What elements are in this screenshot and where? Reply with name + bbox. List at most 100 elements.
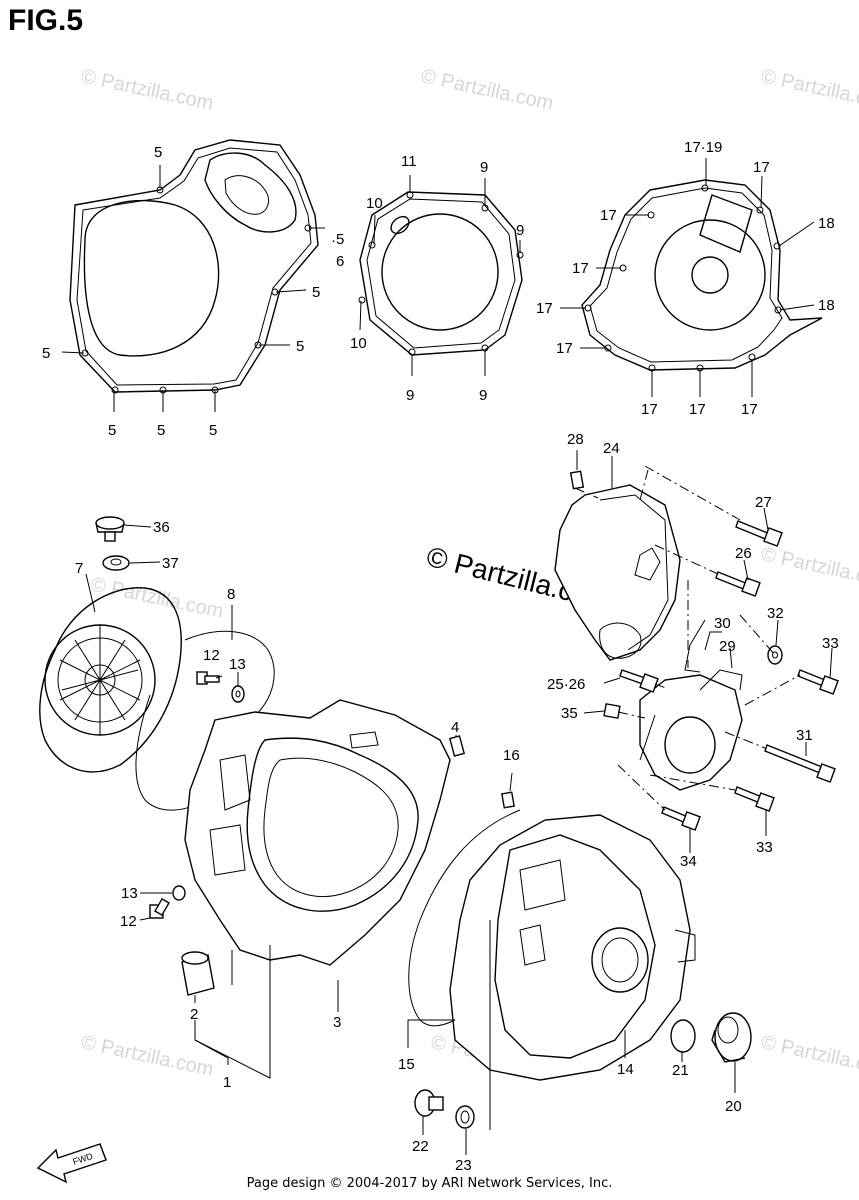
assembly-guide-lines (574, 465, 801, 811)
part-7-clutch-cover (39, 587, 182, 773)
part-23-o-ring (455, 1105, 475, 1129)
callout-33: 33 (822, 635, 839, 652)
callout-5: 5 (296, 338, 304, 355)
callout-17: 17 (536, 300, 553, 317)
callout-20: 20 (725, 1098, 742, 1115)
callout-2: 2 (190, 1006, 198, 1023)
callout-21: 21 (672, 1062, 689, 1079)
callout-6: 6 (336, 253, 344, 270)
callout-10: 10 (366, 195, 383, 212)
callout-17: 17 (641, 401, 658, 418)
part-36-plug (95, 516, 125, 542)
callout-8: 8 (227, 586, 235, 603)
part-37-seal (102, 555, 130, 571)
part-17-gasket (581, 179, 823, 372)
callout-37: 37 (162, 555, 179, 572)
callout-12: 12 (120, 913, 137, 930)
callout-25-26: 25·26 (547, 676, 585, 693)
callout-17: 17 (600, 207, 617, 224)
callout-34: 34 (680, 853, 697, 870)
callout-15: 15 (398, 1056, 415, 1073)
part-35-pin (603, 703, 621, 719)
part-34-bolt (661, 806, 701, 831)
part-12-bolt-upper (196, 671, 220, 685)
watermark-text: © Partzilla.com (759, 543, 859, 593)
part-1-crankcase-cover (184, 699, 451, 966)
part-33-bolt-lower (734, 786, 775, 812)
callout-26: 26 (735, 545, 752, 562)
part-20-plug (711, 1012, 752, 1063)
callout-dot: · (331, 232, 336, 249)
part-5-gasket (69, 139, 319, 394)
callout-11: 11 (401, 153, 417, 170)
leader-lines (61, 158, 833, 1155)
callout-13: 13 (229, 656, 246, 673)
part-13-washer-upper (231, 685, 245, 703)
part-30-gasket (684, 619, 706, 673)
callout-36: 36 (153, 519, 170, 536)
part-15-gasket (408, 809, 521, 1027)
callout-5: 5 (157, 422, 165, 439)
callout-9: 9 (516, 222, 524, 239)
callout-35: 35 (561, 705, 578, 722)
watermark-text: © Partzilla.com (79, 65, 215, 115)
watermark-text: © Partzilla.com (419, 65, 555, 115)
figure-title: FIG.5 (8, 4, 84, 37)
part-9-gasket (358, 191, 524, 356)
callout-33: 33 (756, 839, 773, 856)
forward-arrow-icon: FWD (36, 1143, 107, 1184)
part-22-plug (414, 1089, 444, 1117)
callout-32: 32 (767, 605, 784, 622)
part-8-gasket (135, 630, 275, 811)
callout-5: 5 (312, 284, 320, 301)
watermark-text: © Partzilla.com (759, 65, 859, 115)
callout-17: 17 (572, 260, 589, 277)
callout-18: 18 (818, 215, 835, 232)
part-2-sleeve (181, 951, 215, 996)
callout-9: 9 (480, 159, 488, 176)
part-26-bolt (715, 571, 761, 597)
callout-30: 30 (714, 615, 731, 632)
callout-numbers: 5 5 · 6 5 5 5 5 5 5 11 9 9 10 10 9 9 17·… (42, 139, 839, 1174)
part-21-o-ring (670, 1019, 696, 1053)
callout-13: 13 (121, 885, 138, 902)
callout-16: 16 (503, 747, 520, 764)
callout-7: 7 (75, 560, 83, 577)
callout-9: 9 (479, 387, 487, 404)
callout-28: 28 (567, 431, 584, 448)
part-4-pin (448, 735, 466, 757)
callout-23: 23 (455, 1157, 472, 1174)
callout-17-19: 17·19 (684, 139, 722, 156)
callout-4: 4 (451, 719, 459, 736)
part-13-washer-lower (172, 885, 186, 901)
callout-31: 31 (796, 727, 813, 744)
callout-1: 1 (223, 1074, 231, 1091)
callout-5: 5 (42, 345, 50, 362)
callout-5: 5 (108, 422, 116, 439)
callout-5: 5 (336, 231, 344, 248)
footer-copyright: Page design © 2004-2017 by ARI Network S… (246, 1176, 613, 1191)
part-16-pin (501, 791, 515, 809)
watermark-text: © Partzilla.com (759, 1031, 859, 1081)
part-25-26-bolt (619, 669, 659, 693)
part-28-pin (569, 470, 585, 490)
part-27-bolt (735, 520, 783, 547)
callout-17: 17 (741, 401, 758, 418)
part-31-bolt (764, 744, 836, 783)
callout-24: 24 (603, 440, 620, 457)
watermark-text: © Partzilla.com (89, 573, 225, 623)
part-14-generator-cover (449, 814, 696, 1081)
callout-17: 17 (556, 340, 573, 357)
callout-3: 3 (333, 1014, 341, 1031)
callout-9: 9 (406, 387, 414, 404)
callout-5: 5 (209, 422, 217, 439)
callout-17: 17 (689, 401, 706, 418)
callout-10: 10 (350, 335, 367, 352)
part-12-bolt-lower (149, 897, 170, 919)
callout-14: 14 (617, 1061, 634, 1078)
callout-17: 17 (753, 159, 770, 176)
part-24-cover (554, 484, 681, 661)
part-29-water-pump (639, 669, 743, 791)
callout-27: 27 (755, 494, 772, 511)
